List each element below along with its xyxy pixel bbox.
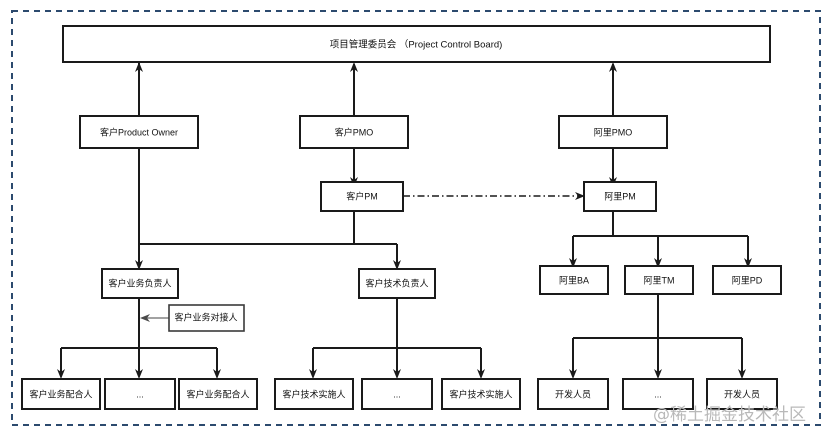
arrowhead-biz-helper-2: [213, 369, 221, 379]
node-tech-impl-ellipsis[interactable]: ...: [361, 378, 433, 410]
node-dev-ellipsis[interactable]: ...: [622, 378, 694, 410]
node-label-ali-pmo: 阿里PMO: [594, 127, 633, 137]
arrowhead-tech-impl-ellipsis: [393, 369, 401, 379]
node-ali-pmo[interactable]: 阿里PMO: [558, 115, 668, 149]
node-label-cust-tech-owner: 客户技术负责人: [365, 277, 428, 288]
node-label-ali-pd: 阿里PD: [732, 275, 763, 285]
node-label-tech-impl-ellipsis: ...: [393, 389, 401, 399]
arrowhead-to-ali-tm: [654, 258, 662, 268]
node-label-cust-pmo: 客户PMO: [335, 126, 374, 137]
arrowhead-to-cust-biz-owner: [135, 260, 143, 270]
node-label-dev-1: 开发人员: [555, 388, 591, 399]
node-ali-tm[interactable]: 阿里TM: [624, 265, 694, 295]
arrowhead-dev-2: [738, 369, 746, 379]
node-project-control-board[interactable]: 项目管理委员会 （Project Control Board): [62, 25, 771, 63]
arrowhead-tech-impl-2: [477, 369, 485, 379]
node-label-ali-tm: 阿里TM: [644, 275, 675, 285]
arrowhead-cust-pmo-to-pcb: [350, 62, 358, 72]
diagram-frame: [11, 10, 821, 426]
arrowhead-liaison-to-biz-owner: [140, 314, 150, 322]
node-label-ali-pm: 阿里PM: [604, 191, 636, 201]
node-biz-helper-1[interactable]: 客户业务配合人: [21, 378, 101, 410]
node-label-cust-biz-liaison: 客户业务对接人: [174, 311, 237, 322]
node-label-biz-helper-2: 客户业务配合人: [186, 388, 249, 399]
node-label-ali-ba: 阿里BA: [559, 275, 589, 285]
arrowhead-to-cust-tech-owner: [393, 260, 401, 270]
node-ali-pd[interactable]: 阿里PD: [712, 265, 782, 295]
arrowhead-biz-helper-1: [57, 369, 65, 379]
node-dev-2[interactable]: 开发人员: [706, 378, 778, 410]
node-ali-pm[interactable]: 阿里PM: [583, 181, 657, 212]
node-label-project-control-board: 项目管理委员会 （Project Control Board): [330, 39, 503, 51]
node-label-tech-impl-1: 客户技术实施人: [282, 388, 345, 399]
arrowhead-biz-helper-ellipsis: [135, 369, 143, 379]
arrowhead-dev-ellipsis: [654, 369, 662, 379]
node-label-biz-helper-1: 客户业务配合人: [29, 388, 92, 399]
node-tech-impl-2[interactable]: 客户技术实施人: [441, 378, 521, 410]
node-label-cust-biz-owner: 客户业务负责人: [108, 277, 171, 288]
arrowhead-to-ali-ba: [569, 258, 577, 268]
node-cust-pm[interactable]: 客户PM: [320, 181, 404, 212]
node-label-cust-pm: 客户PM: [346, 190, 378, 201]
node-cust-biz-owner[interactable]: 客户业务负责人: [101, 268, 179, 299]
arrowhead-cust-pm-to-ali-pm: [575, 192, 585, 200]
node-cust-tech-owner[interactable]: 客户技术负责人: [358, 268, 436, 299]
node-ali-ba[interactable]: 阿里BA: [539, 265, 609, 295]
node-tech-impl-1[interactable]: 客户技术实施人: [274, 378, 354, 410]
arrowhead-to-ali-pd: [744, 258, 752, 268]
arrowhead-dev-1: [569, 369, 577, 379]
node-label-dev-2: 开发人员: [724, 388, 760, 399]
node-label-cust-product-owner: 客户Product Owner: [100, 126, 178, 137]
node-dev-1[interactable]: 开发人员: [537, 378, 609, 410]
node-cust-product-owner[interactable]: 客户Product Owner: [79, 115, 199, 149]
node-label-dev-ellipsis: ...: [654, 389, 662, 399]
node-label-biz-helper-ellipsis: ...: [136, 389, 144, 399]
arrowhead-ali-pmo-to-pcb: [609, 62, 617, 72]
node-biz-helper-ellipsis[interactable]: ...: [104, 378, 176, 410]
node-label-tech-impl-2: 客户技术实施人: [449, 388, 512, 399]
node-biz-helper-2[interactable]: 客户业务配合人: [178, 378, 258, 410]
arrowhead-tech-impl-1: [309, 369, 317, 379]
watermark-label: @稀土掘金技术社区: [653, 405, 806, 425]
node-cust-biz-liaison[interactable]: 客户业务对接人: [168, 304, 245, 332]
arrowhead-po-to-pcb: [135, 62, 143, 72]
node-cust-pmo[interactable]: 客户PMO: [299, 115, 409, 149]
